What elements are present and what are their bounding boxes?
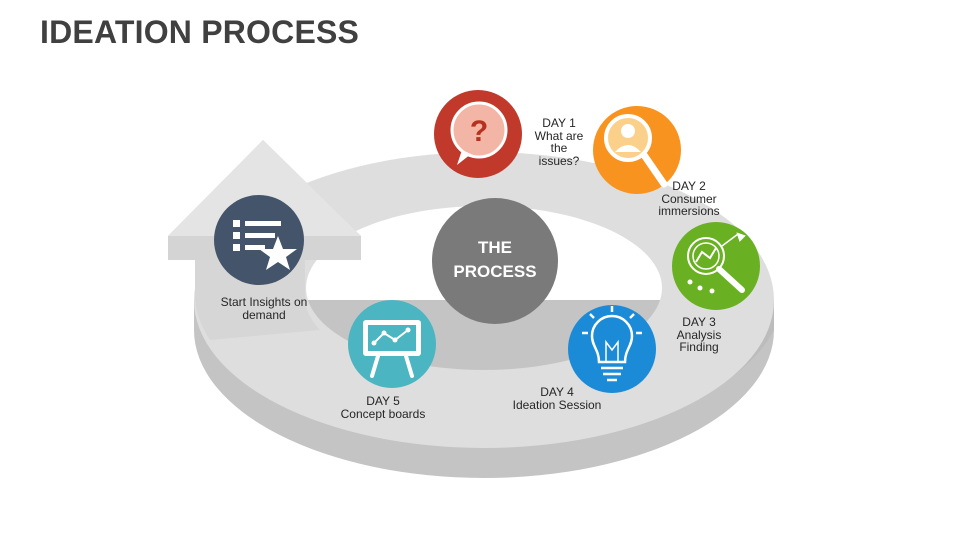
step-day-4-label-line-1: DAY 4 <box>540 385 574 399</box>
center-circle <box>432 198 558 324</box>
list-star-icon <box>233 220 297 270</box>
step-day-1-label-line-3: the <box>550 141 568 155</box>
step-day-5-label-line-2: Concept boards <box>340 406 426 421</box>
step-day-2-label-line-3: immersions <box>658 204 720 218</box>
step-day-2-label-line-2: Consumer <box>661 191 717 206</box>
ring-arrow-shaft <box>195 258 320 340</box>
step-day-1-label-line-2: What are <box>534 128 584 143</box>
step-start-label-line-1: Start Insights on <box>220 295 308 309</box>
center-label-line-2: PROCESS <box>453 262 537 281</box>
step-day-4 <box>568 305 656 393</box>
step-day-3 <box>672 222 760 310</box>
step-day-5-label-line-1: DAY 5 <box>366 394 400 408</box>
step-day-3-label-line-1: DAY 3 <box>682 315 716 329</box>
lightbulb-icon <box>582 306 642 382</box>
magnifier-person-icon <box>604 114 668 188</box>
step-start-label: Start Insights on demand <box>204 296 324 321</box>
center-label-line-1: THE <box>478 238 512 257</box>
step-day-1-label-line-4: issues? <box>538 153 580 168</box>
center-label: THE PROCESS <box>432 236 558 284</box>
step-day-3-label: DAY 3 Analysis Finding <box>664 316 734 354</box>
step-day-4-label: DAY 4 Ideation Session <box>502 386 612 411</box>
step-day-1-label: DAY 1 What are the issues? <box>524 117 594 167</box>
page-title: IDEATION PROCESS <box>40 14 360 50</box>
step-day-1: ? <box>434 90 522 178</box>
question-bubble-icon: ? <box>450 101 508 165</box>
ring-arrow-head-light <box>168 140 361 236</box>
presentation-board-icon <box>363 320 421 378</box>
step-start-label-line-2: demand <box>242 307 286 322</box>
step-day-2-label-line-1: DAY 2 <box>672 179 706 193</box>
analysis-magnifier-icon <box>687 232 746 294</box>
step-day-2-label: DAY 2 Consumer immersions <box>644 180 734 218</box>
step-day-3-label-line-3: Finding <box>679 340 719 354</box>
step-day-2 <box>593 106 681 194</box>
step-day-4-label-line-2: Ideation Session <box>512 397 602 412</box>
step-day-5 <box>348 300 436 388</box>
step-day-5-label: DAY 5 Concept boards <box>328 395 438 420</box>
step-day-3-label-line-2: Analysis <box>676 327 722 342</box>
step-day-1-label-line-1: DAY 1 <box>542 116 576 130</box>
step-start <box>214 195 304 285</box>
svg-text:?: ? <box>470 115 488 148</box>
